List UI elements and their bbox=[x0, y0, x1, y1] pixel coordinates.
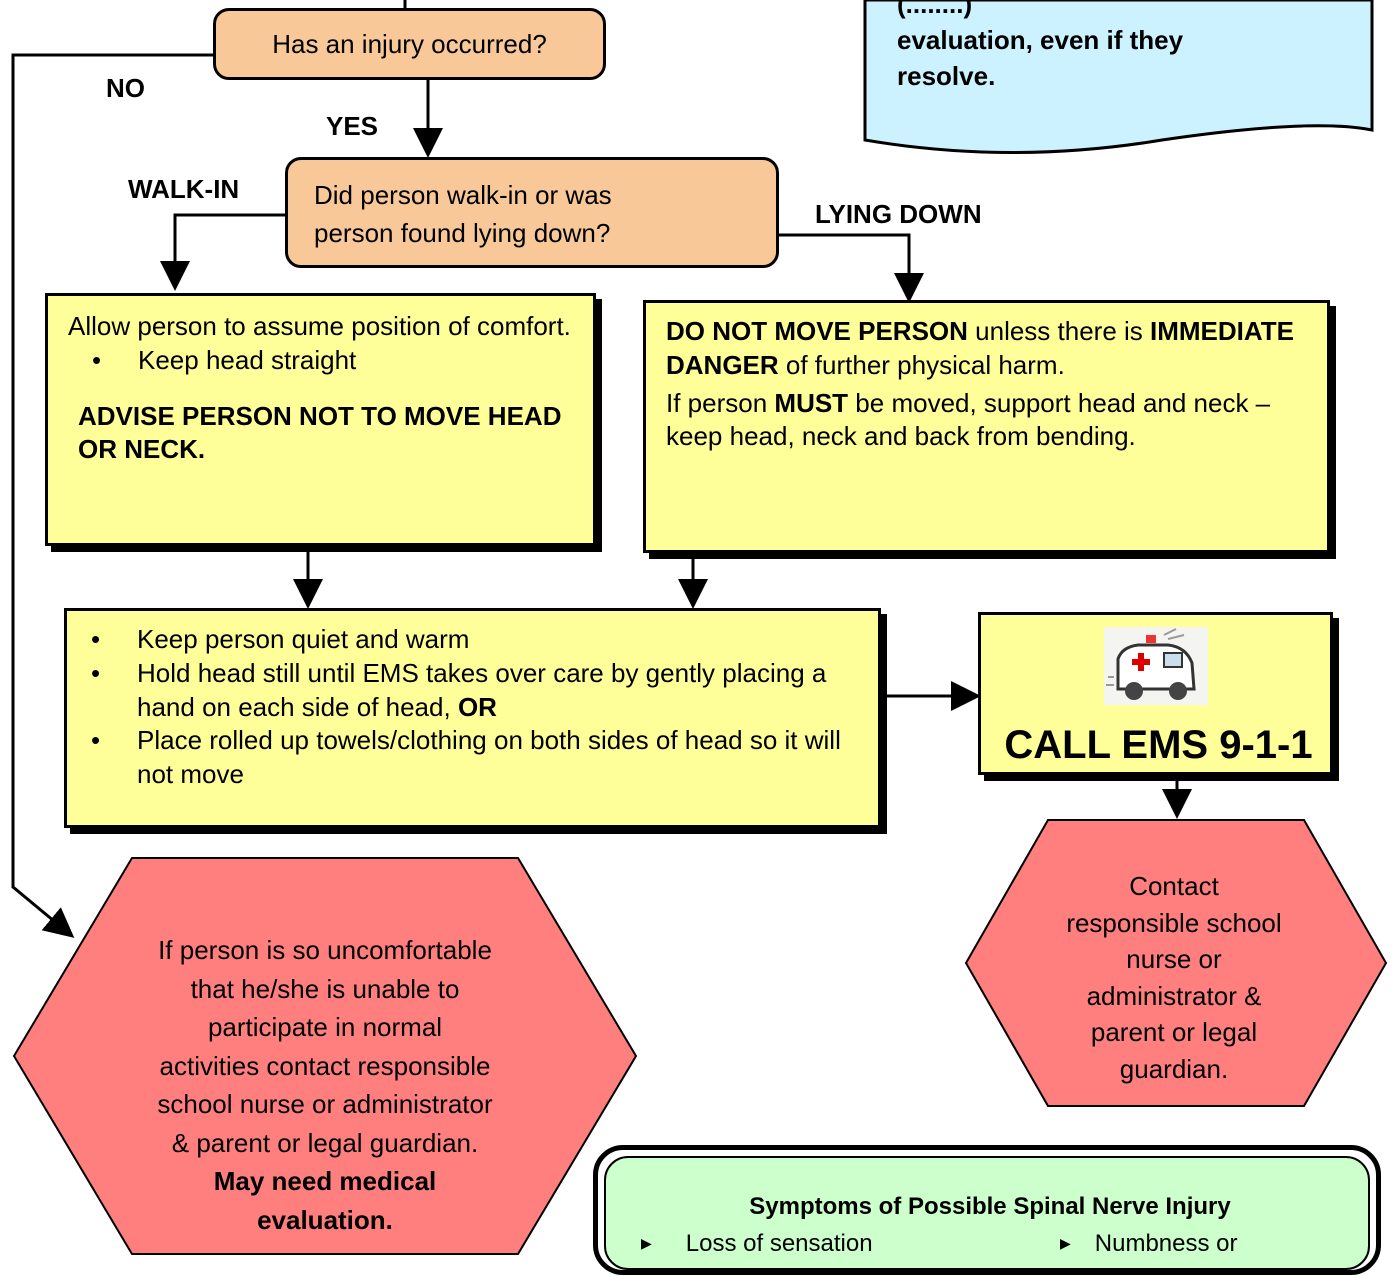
yes-label: YES bbox=[326, 111, 379, 141]
triangle-bullet-icon: ▶ bbox=[1060, 1235, 1071, 1251]
contact-line-3: nurse or bbox=[1126, 944, 1222, 974]
symptom-item-2: ▶ Numbness or bbox=[1060, 1230, 1238, 1258]
uncomfortable-line-5: school nurse or administrator bbox=[157, 1089, 493, 1119]
uncomfortable-line-3: participate in normal bbox=[207, 1012, 443, 1042]
contact-guardian-text: Contact responsible school nurse or admi… bbox=[1024, 868, 1324, 1087]
note-box bbox=[863, 0, 1374, 154]
contact-line-6: guardian. bbox=[1119, 1053, 1229, 1084]
uncomfortable-line-4: activities contact responsible bbox=[159, 1050, 491, 1081]
do-not-move-text: DO NOT MOVE PERSON bbox=[666, 316, 968, 346]
care-bullets: Keep person quiet and warm Hold head sti… bbox=[67, 623, 858, 792]
walk-in-label: WALK-IN bbox=[128, 174, 240, 204]
walk-or-lying-question-box: Did person walk-in or was person found l… bbox=[285, 157, 779, 268]
note-line-3: resolve. bbox=[897, 61, 996, 91]
contact-line-5: parent or legal bbox=[1090, 1017, 1258, 1047]
ambulance-icon bbox=[1104, 627, 1208, 705]
lying-down-instructions-box: DO NOT MOVE PERSON unless there is IMMED… bbox=[643, 300, 1330, 553]
uncomfortable-line-1: If person is so uncomfortable bbox=[158, 935, 492, 965]
care-or-text: OR bbox=[457, 691, 497, 722]
uncomfortable-line-2: that he/she is unable to bbox=[190, 973, 460, 1004]
care-hold-head-text: Hold head still until EMS takes over car… bbox=[137, 657, 827, 722]
walk-in-arrow bbox=[160, 213, 287, 291]
walk-in-instructions-box: Allow person to assume position of comfo… bbox=[45, 293, 596, 546]
care-instructions-box: Keep person quiet and warm Hold head sti… bbox=[64, 608, 881, 828]
note-line-1: (........) bbox=[897, 0, 973, 19]
lying-p1-rest: unless there is bbox=[967, 316, 1151, 346]
care-bullet-quiet-warm: Keep person quiet and warm bbox=[67, 623, 858, 657]
lying-paragraph-1: DO NOT MOVE PERSON unless there is IMMED… bbox=[666, 315, 1307, 383]
symptom-item-2-text: Numbness or bbox=[1094, 1230, 1238, 1257]
walkin-bullets: Keep head straight bbox=[68, 344, 573, 378]
contact-guardian-hexagon bbox=[964, 819, 1388, 1107]
injury-question-box: Has an injury occurred? bbox=[213, 8, 606, 80]
uncomfortable-bold-2: evaluation. bbox=[257, 1204, 393, 1235]
no-label: NO bbox=[106, 73, 145, 103]
q2-line-1: Did person walk-in or was bbox=[314, 180, 612, 210]
triangle-bullet-icon: ▶ bbox=[641, 1235, 652, 1251]
uncomfortable-hexagon bbox=[12, 857, 638, 1255]
contact-line-2: responsible school bbox=[1066, 907, 1282, 938]
walkin-bullet-head-straight: Keep head straight bbox=[68, 344, 573, 378]
lying-p2-a: If person bbox=[666, 387, 775, 418]
call-ems-box: CALL EMS 9-1-1 bbox=[978, 612, 1333, 775]
note-line-2: evaluation, even if they bbox=[897, 25, 1184, 55]
walkin-comfort-text: Allow person to assume position of comfo… bbox=[68, 311, 571, 341]
contact-line-1: Contact bbox=[1129, 871, 1219, 901]
uncomfortable-line-6: & parent or legal guardian. bbox=[171, 1127, 479, 1158]
care-bullet-hold-head: Hold head still until EMS takes over car… bbox=[67, 657, 858, 725]
lying-down-arrow bbox=[778, 233, 924, 303]
symptoms-box-inner bbox=[604, 1156, 1370, 1270]
q2-line-2: person found lying down? bbox=[314, 218, 611, 248]
no-path-arrow bbox=[11, 53, 215, 938]
must-text: MUST bbox=[774, 387, 849, 418]
symptom-item-1: ▶ Loss of sensation bbox=[641, 1230, 873, 1258]
walkin-advise-text: ADVISE PERSON NOT TO MOVE HEAD OR NECK. bbox=[78, 400, 562, 465]
call-ems-label: CALL EMS 9-1-1 bbox=[1004, 723, 1313, 767]
note-text: (........) evaluation, even if they reso… bbox=[897, 0, 1183, 94]
uncomfortable-text: If person is so uncomfortable that he/sh… bbox=[90, 931, 560, 1239]
lying-down-label: LYING DOWN bbox=[815, 199, 982, 229]
symptoms-title: Symptoms of Possible Spinal Nerve Injury bbox=[749, 1193, 1231, 1220]
symptom-item-1-text: Loss of sensation bbox=[685, 1230, 873, 1257]
immediate-danger-text: IMMEDIATE DANGER bbox=[666, 316, 1294, 380]
lying-p1-rest2: of further physical harm. bbox=[778, 349, 1065, 380]
injury-question-text: Has an injury occurred? bbox=[272, 28, 547, 59]
lying-p2-b: be moved, support head and neck – keep h… bbox=[666, 387, 1271, 452]
care-bullet-towels: Place rolled up towels/clothing on both … bbox=[67, 724, 858, 792]
uncomfortable-bold-1: May need medical bbox=[213, 1166, 437, 1196]
contact-line-4: administrator & bbox=[1086, 980, 1262, 1011]
lying-paragraph-2: If person MUST be moved, support head an… bbox=[666, 387, 1307, 455]
